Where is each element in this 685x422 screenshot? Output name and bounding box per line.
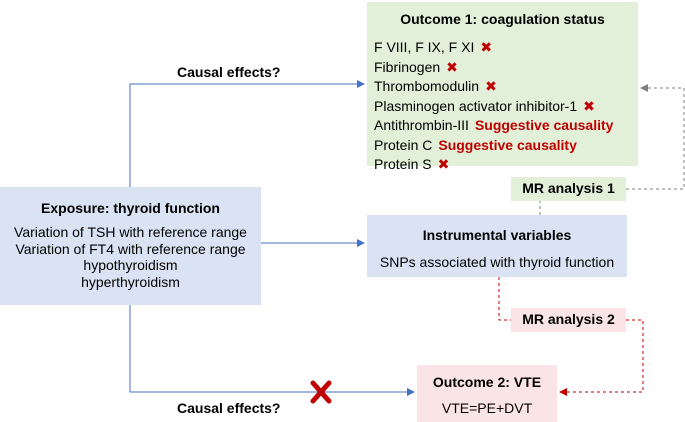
coagulation-item-label: Protein C (374, 136, 433, 153)
coagulation-item: Fibrinogen ✖ (374, 58, 613, 78)
dash-instrument-mr2 (498, 277, 511, 321)
no-causal-cross-icon (310, 380, 332, 404)
coagulation-item-label: Protein S (374, 156, 432, 172)
coagulation-item-label: Plasminogen activator inhibitor-1 (374, 97, 578, 114)
arrow-exposure-outcome1 (129, 80, 365, 187)
exposure-box: Exposure: thyroid function Variation of … (0, 187, 261, 305)
outcome2-subtitle: VTE=PE+DVT (441, 400, 533, 416)
coagulation-item-label: Fibrinogen (374, 58, 441, 75)
coagulation-item: Protein S ✖ (374, 155, 613, 175)
causal-effects-bottom-label: Causal effects? (177, 400, 281, 416)
causal-effects-top-label: Causal effects? (177, 64, 281, 80)
outcome2-title: Outcome 2: VTE (432, 374, 542, 390)
no-causality-x-icon: ✖ (446, 58, 458, 75)
no-causality-x-icon: ✖ (437, 156, 450, 172)
no-causality-x-icon: ✖ (480, 39, 493, 55)
no-causality-x-icon: ✖ (485, 78, 497, 94)
outcome2-box: Outcome 2: VTE VTE=PE+DVT (417, 365, 557, 422)
mr-analysis-1-label: MR analysis 1 (511, 177, 626, 201)
coagulation-item-label: Thrombomodulin (374, 78, 480, 94)
coagulation-item: Antithrombin-III Suggestive causality (374, 116, 613, 136)
exposure-list: Variation of TSH with reference range Va… (0, 224, 261, 290)
instrument-title: Instrumental variables (422, 227, 572, 243)
coagulation-factor-list: F VIII, F IX, F XI✖Fibrinogen✖Thrombomod… (374, 38, 613, 175)
coagulation-item-label: Antithrombin-III (374, 117, 469, 133)
exposure-line: Variation of TSH with reference range (14, 224, 247, 240)
dash-mr1-outcome1 (626, 84, 685, 190)
exposure-line: hypothyroidism (83, 257, 178, 273)
suggestive-causality-label: Suggestive causality (474, 117, 614, 133)
instrument-subtitle: SNPs associated with thyroid function (379, 254, 615, 270)
mr-analysis-2-label: MR analysis 2 (511, 308, 626, 332)
coagulation-item: Thrombomodulin ✖ (374, 77, 613, 97)
suggestive-causality-label: Suggestive causality (438, 136, 577, 153)
exposure-line: Variation of FT4 with reference range (15, 240, 246, 257)
coagulation-item: Protein C Suggestive causality (374, 136, 613, 156)
outcome1-title: Outcome 1: coagulation status (400, 11, 605, 27)
dash-mr2-outcome2 (559, 319, 644, 396)
coagulation-item: Plasminogen activator inhibitor-1 ✖ (374, 97, 613, 117)
coagulation-item-label: F VIII, F IX, F XI (374, 39, 475, 55)
arrow-exposure-outcome2 (129, 305, 415, 396)
instrument-box: Instrumental variables SNPs associated w… (367, 215, 627, 277)
exposure-line: hyperthyroidism (81, 273, 180, 290)
outcome1-box: Outcome 1: coagulation status F VIII, F … (367, 2, 638, 172)
coagulation-item: F VIII, F IX, F XI ✖ (374, 38, 613, 58)
exposure-title: Exposure: thyroid function (41, 200, 220, 216)
no-causality-x-icon: ✖ (583, 97, 595, 114)
